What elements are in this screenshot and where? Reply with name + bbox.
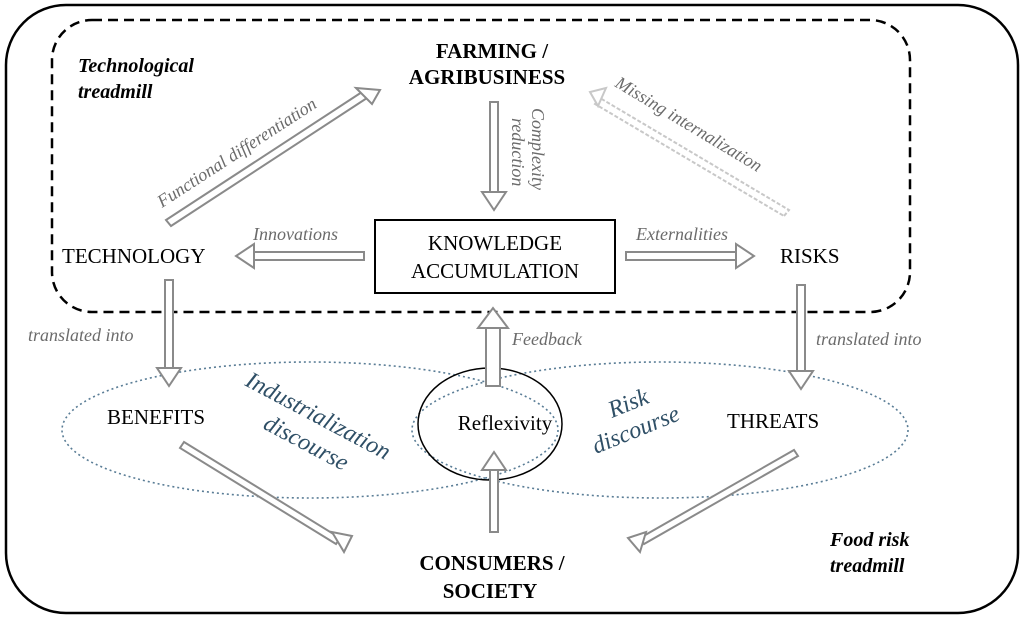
arrow-knowledge-to-risks <box>625 242 756 270</box>
arrow-risks-to-farming-missing <box>588 86 791 218</box>
consumers-node-l2: SOCIETY <box>443 579 538 603</box>
threats-node: THREATS <box>727 409 819 433</box>
arrow-feedback <box>476 306 510 387</box>
reflexivity-node: Reflexivity <box>458 411 553 435</box>
arrow-risks-to-threats <box>787 284 815 391</box>
arrow-farming-to-knowledge <box>480 101 508 212</box>
edge-label-translated-right: translated into <box>816 329 922 349</box>
technology-node: TECHNOLOGY <box>62 244 205 268</box>
technological-treadmill-label-l2: treadmill <box>78 81 153 103</box>
edge-label-innovations: Innovations <box>252 224 338 244</box>
knowledge-box <box>374 219 616 294</box>
edge-label-complexity-l2: reduction <box>508 118 528 186</box>
edge-label-externalities: Externalities <box>635 224 728 244</box>
edge-label-translated-left: translated into <box>28 325 134 345</box>
edge-label-functional-differentiation: Functional differentiation <box>152 93 320 212</box>
arrow-technology-to-benefits <box>155 279 183 388</box>
technological-treadmill-label-l1: Technological <box>78 55 194 77</box>
outer-frame <box>4 3 1020 615</box>
knowledge-node-l2: ACCUMULATION <box>411 259 579 283</box>
food-risk-treadmill-label-l2: treadmill <box>830 555 905 577</box>
edge-label-complexity-l1: Complexity <box>528 108 548 190</box>
arrow-knowledge-to-technology <box>234 242 365 270</box>
farming-node-l2: AGRIBUSINESS <box>409 65 565 89</box>
industrialization-ellipse <box>61 361 559 499</box>
edge-label-feedback: Feedback <box>511 329 583 349</box>
arrow-benefits-to-consumers <box>178 440 354 555</box>
benefits-node: BENEFITS <box>107 405 205 429</box>
food-risk-treadmill-label-l1: Food risk <box>829 529 909 551</box>
risk-ellipse <box>411 361 909 499</box>
arrow-consumers-to-reflexivity <box>480 450 508 533</box>
farming-node-l1: FARMING / <box>436 39 549 63</box>
risks-node: RISKS <box>780 244 840 268</box>
consumers-node-l1: CONSUMERS / <box>419 551 565 575</box>
knowledge-node-l1: KNOWLEDGE <box>428 231 562 255</box>
arrow-technology-to-farming <box>164 86 382 228</box>
arrow-threats-to-consumers <box>626 448 800 555</box>
technological-treadmill-box <box>50 18 912 314</box>
